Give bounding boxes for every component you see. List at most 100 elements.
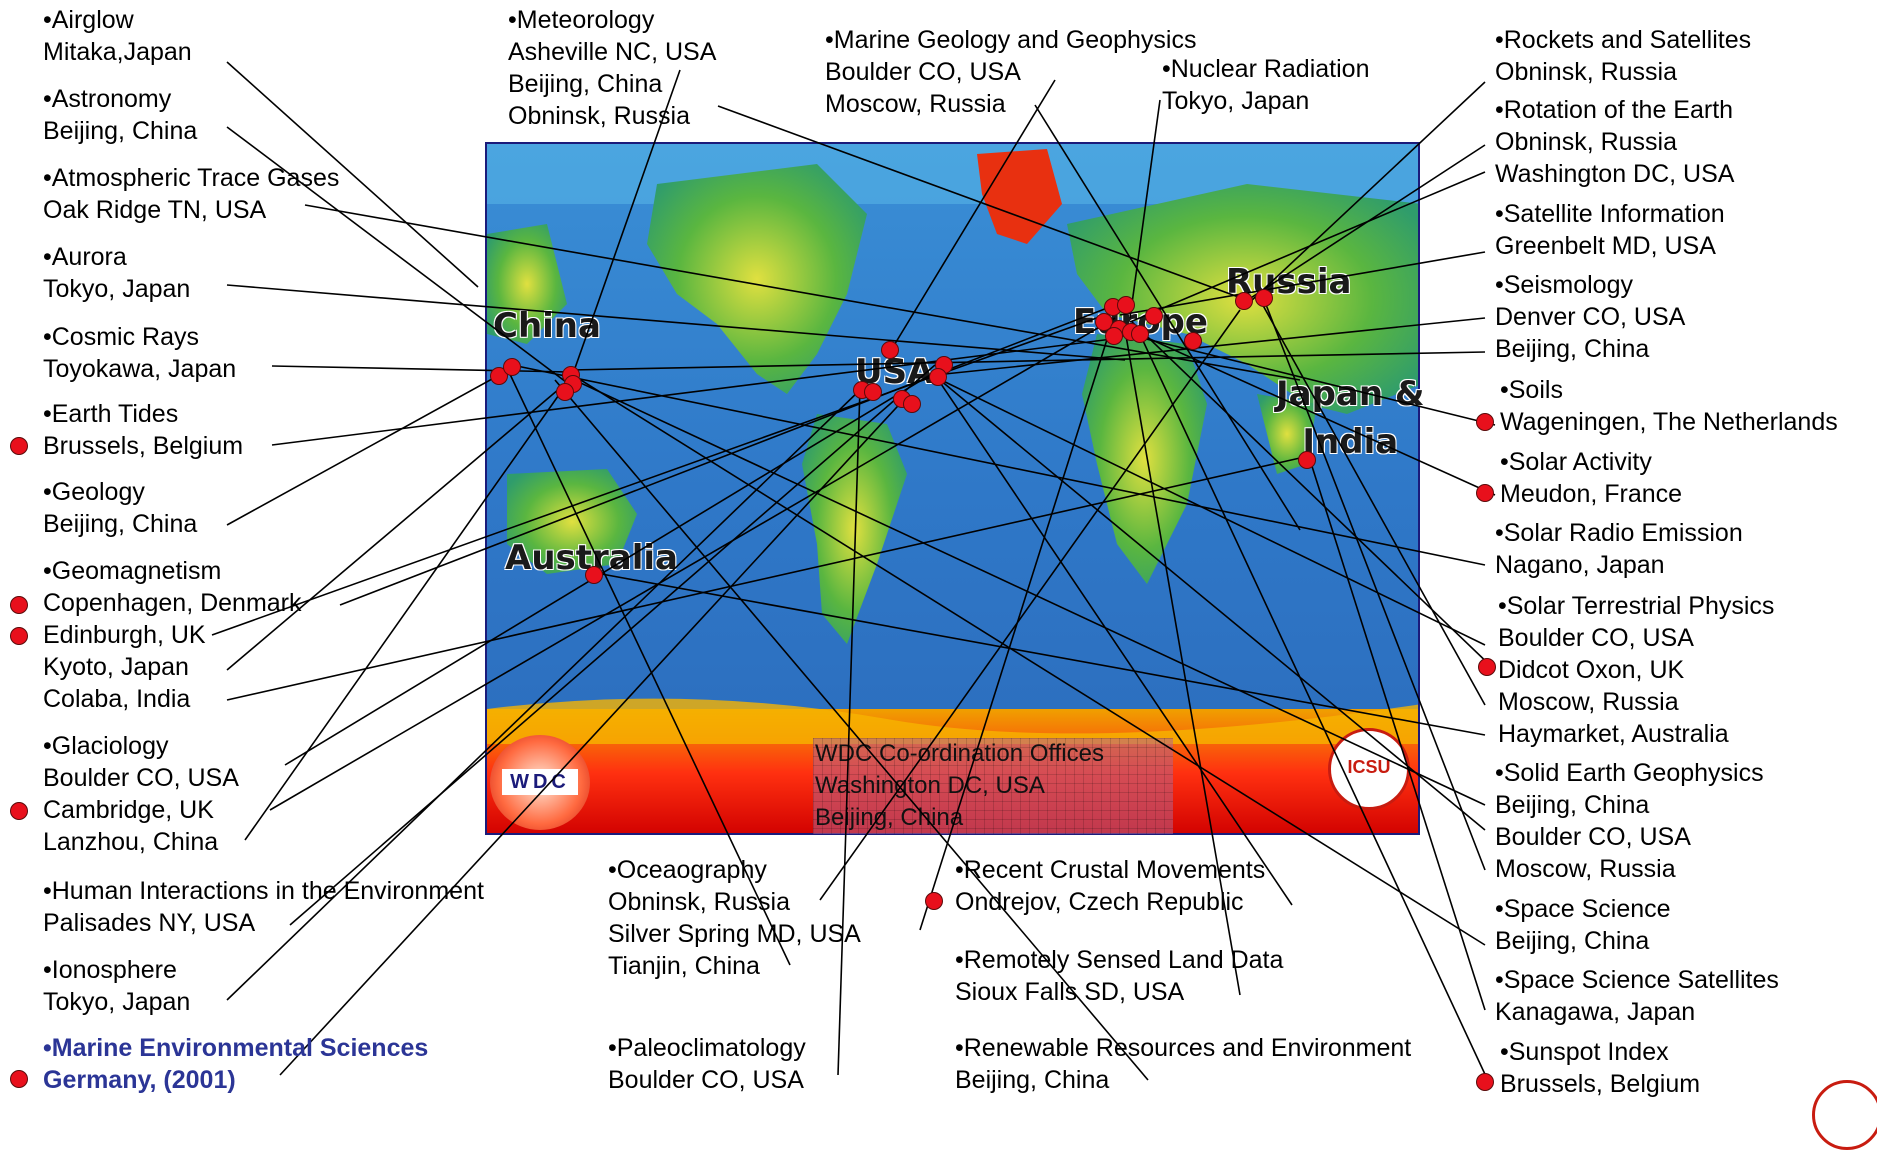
wdc-space-science: •Space Science Beijing, China <box>1495 893 1671 957</box>
wdc-airglow: •Airglow Mitaka,Japan <box>43 4 192 68</box>
new-center-dot <box>1476 413 1494 431</box>
icsu-logo: ICSU <box>1328 728 1410 810</box>
discipline-title: •Marine Environmental Sciences <box>43 1034 429 1062</box>
location: Palisades NY, USA <box>43 909 256 937</box>
station-dot <box>1235 292 1253 310</box>
icsu-logo-corner <box>1812 1080 1877 1150</box>
wdc-recent-crustal-movements: •Recent Crustal Movements Ondrejov, Czec… <box>955 854 1265 918</box>
wdc-rockets-satellites: •Rockets and Satellites Obninsk, Russia <box>1495 24 1751 88</box>
wdc-solar-terrestrial-physics: •Solar Terrestrial Physics Boulder CO, U… <box>1498 590 1774 750</box>
station-dot <box>585 566 603 584</box>
wdc-atmospheric-trace-gases: •Atmospheric Trace Gases Oak Ridge TN, U… <box>43 162 339 226</box>
discipline-title: •Geomagnetism <box>43 557 222 585</box>
wdc-glaciology: •Glaciology Boulder CO, USA Cambridge, U… <box>43 730 239 858</box>
discipline-title: •Marine Geology and Geophysics <box>825 26 1197 54</box>
location: Tokyo, Japan <box>1162 87 1310 115</box>
discipline-title: •Nuclear Radiation <box>1162 55 1370 83</box>
location: Ondrejov, Czech Republic <box>955 888 1244 916</box>
discipline-title: •Soils <box>1500 376 1563 404</box>
station-dot <box>503 358 521 376</box>
station-dot <box>881 341 899 359</box>
location: Beijing, China <box>508 70 663 98</box>
discipline-title: •Rotation of the Earth <box>1495 96 1734 124</box>
discipline-title: •Ionosphere <box>43 956 177 984</box>
location: Beijing, China <box>955 1066 1110 1094</box>
location: Lanzhou, China <box>43 828 219 856</box>
discipline-title: •Remotely Sensed Land Data <box>955 946 1284 974</box>
wdc-earth-tides: •Earth Tides Brussels, Belgium <box>43 398 243 462</box>
location: Edinburgh, UK <box>43 621 206 649</box>
location: Tianjin, China <box>608 952 760 980</box>
wdc-remotely-sensed-land-data: •Remotely Sensed Land Data Sioux Falls S… <box>955 944 1283 1008</box>
wdc-meteorology: •Meteorology Asheville NC, USA Beijing, … <box>508 4 716 132</box>
station-dot <box>903 395 921 413</box>
location: Denver CO, USA <box>1495 303 1686 331</box>
new-center-dot <box>1476 1073 1494 1091</box>
discipline-title: •Solar Activity <box>1500 448 1652 476</box>
location: Haymarket, Australia <box>1498 720 1729 748</box>
wdc-cosmic-rays: •Cosmic Rays Toyokawa, Japan <box>43 321 236 385</box>
location: Meudon, France <box>1500 480 1683 508</box>
discipline-title: •Human Interactions in the Environment <box>43 877 484 905</box>
new-center-dot <box>10 1070 28 1088</box>
location: Washington DC, USA <box>1495 160 1735 188</box>
discipline-title: •Satellite Information <box>1495 200 1725 228</box>
location: Beijing, China <box>43 510 198 538</box>
wdc-soils: •Soils Wageningen, The Netherlands <box>1500 374 1838 438</box>
discipline-title: •Cosmic Rays <box>43 323 199 351</box>
wdc-geomagnetism: •Geomagnetism Copenhagen, Denmark Edinbu… <box>43 555 302 715</box>
location: Didcot Oxon, UK <box>1498 656 1685 684</box>
wdc-paleoclimatology: •Paleoclimatology Boulder CO, USA <box>608 1032 806 1096</box>
location: Beijing, China <box>43 117 198 145</box>
wdc-world-map-diagram: China USA Europe Russia Japan & India Au… <box>10 4 1877 1150</box>
new-center-dot <box>1476 484 1494 502</box>
world-map <box>485 142 1420 835</box>
location: Nagano, Japan <box>1495 551 1665 579</box>
discipline-title: •Solar Terrestrial Physics <box>1498 592 1775 620</box>
location: Moscow, Russia <box>1495 855 1676 883</box>
location: Brussels, Belgium <box>1500 1070 1701 1098</box>
discipline-title: •Space Science Satellites <box>1495 966 1779 994</box>
location: Mitaka,Japan <box>43 38 192 66</box>
station-dot <box>1184 332 1202 350</box>
new-center-dot <box>925 892 943 910</box>
location: Boulder CO, USA <box>1498 624 1694 652</box>
wdc-ionosphere: •Ionosphere Tokyo, Japan <box>43 954 190 1018</box>
discipline-title: •Recent Crustal Movements <box>955 856 1266 884</box>
location: Cambridge, UK <box>43 796 214 824</box>
location: Beijing, China <box>1495 927 1650 955</box>
station-dot <box>1131 325 1149 343</box>
station-dot <box>1105 327 1123 345</box>
discipline-title: •Solid Earth Geophysics <box>1495 759 1764 787</box>
wdc-logo-text: WDC <box>502 769 578 795</box>
discipline-title: •Earth Tides <box>43 400 179 428</box>
wdc-rotation-of-earth: •Rotation of the Earth Obninsk, Russia W… <box>1495 94 1734 190</box>
wdc-oceanography: •Oceaography Obninsk, Russia Silver Spri… <box>608 854 861 982</box>
map-label-japan-india: Japan & India <box>1276 374 1425 462</box>
icsu-logo-text: ICSU <box>1347 757 1391 777</box>
wdc-astronomy: •Astronomy Beijing, China <box>43 83 197 147</box>
station-dot <box>1145 307 1163 325</box>
wdc-human-interactions: •Human Interactions in the Environment P… <box>43 875 484 939</box>
new-center-dot <box>10 437 28 455</box>
discipline-title: •Sunspot Index <box>1500 1038 1669 1066</box>
location: Obninsk, Russia <box>508 102 691 130</box>
new-center-dot <box>10 596 28 614</box>
discipline-title: •Solar Radio Emission <box>1495 519 1743 547</box>
wdc-solid-earth-geophysics: •Solid Earth Geophysics Beijing, China B… <box>1495 757 1764 885</box>
location: Boulder CO, USA <box>1495 823 1691 851</box>
location: Sioux Falls SD, USA <box>955 978 1185 1006</box>
discipline-title: •Aurora <box>43 243 127 271</box>
coordination-offices-box: WDC Co-ordination Offices Washington DC,… <box>813 738 1173 834</box>
wdc-renewable-resources: •Renewable Resources and Environment Bei… <box>955 1032 1411 1096</box>
wdc-marine-geology: •Marine Geology and Geophysics Boulder C… <box>825 24 1196 120</box>
discipline-title: •Atmospheric Trace Gases <box>43 164 340 192</box>
wdc-aurora: •Aurora Tokyo, Japan <box>43 241 190 305</box>
coordination-office-2: Beijing, China <box>815 804 964 831</box>
location: Kyoto, Japan <box>43 653 189 681</box>
location: Brussels, Belgium <box>43 432 244 460</box>
location: Obninsk, Russia <box>608 888 791 916</box>
location: Greenbelt MD, USA <box>1495 232 1716 260</box>
discipline-title: •Seismology <box>1495 271 1633 299</box>
location: Copenhagen, Denmark <box>43 589 302 617</box>
